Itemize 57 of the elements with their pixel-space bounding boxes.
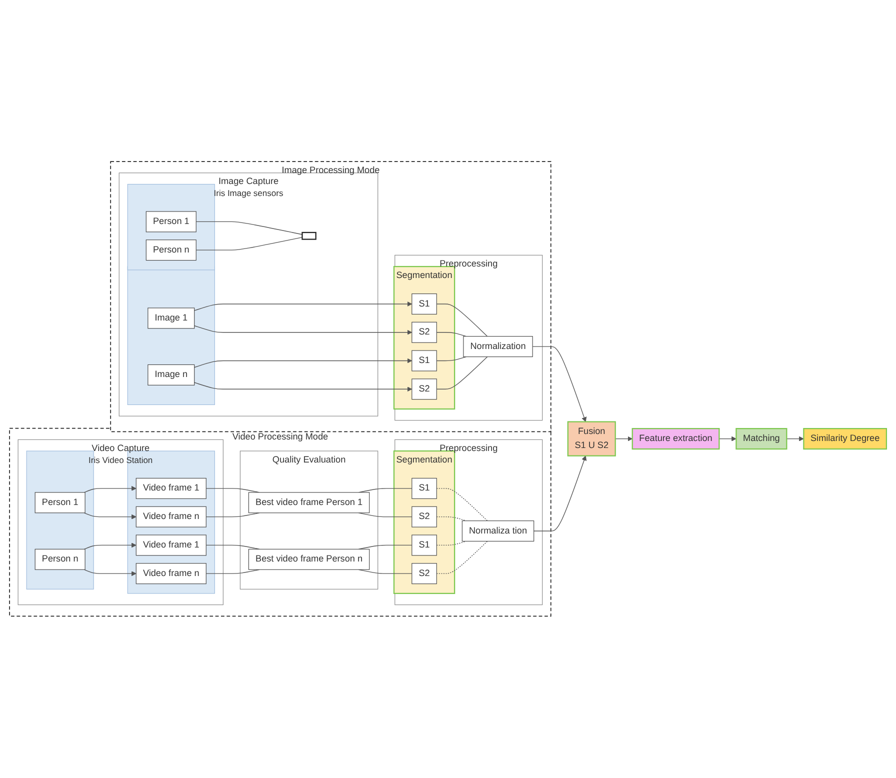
node-box: Video frame 1	[136, 478, 206, 500]
node-box: S1	[412, 534, 437, 556]
node-box: Normaliza tion	[462, 520, 534, 542]
connector	[206, 545, 260, 550]
connector	[196, 222, 303, 235]
connector	[196, 237, 303, 251]
node-box: S2	[412, 378, 437, 400]
arrow	[84, 569, 136, 576]
node-box: S1	[412, 294, 437, 315]
node-box: Normalization	[463, 336, 533, 358]
node-box: Best video frame Person n	[248, 549, 370, 570]
node-box: Person 1	[34, 492, 86, 514]
node-box: S2	[412, 506, 437, 528]
arrow	[194, 382, 412, 392]
node-box: Video frame 1	[136, 534, 206, 556]
connector	[436, 356, 466, 362]
node-box: S2	[412, 563, 437, 584]
node-box: Person 1	[146, 211, 196, 232]
connector	[436, 541, 488, 574]
arrow	[84, 486, 136, 493]
node-box: Matching	[736, 428, 788, 450]
connector	[436, 488, 488, 522]
connector	[436, 541, 466, 546]
node-box: Feature extraction	[632, 428, 720, 450]
arrow	[84, 542, 136, 550]
node-box: Video frame n	[136, 506, 206, 528]
connector	[436, 516, 466, 522]
node-box: S1	[412, 350, 437, 372]
node-box: S1	[412, 478, 437, 500]
connector	[206, 569, 260, 574]
arrow	[194, 326, 412, 336]
node-box: Video frame n	[136, 563, 206, 584]
node-box: Image 1	[148, 308, 195, 329]
connector	[358, 569, 412, 574]
arrow	[84, 512, 136, 520]
connector	[358, 545, 412, 550]
connector	[436, 356, 488, 390]
node-box: Image n	[148, 364, 195, 386]
cluster	[127, 184, 215, 270]
arrow	[532, 346, 587, 422]
connector	[436, 332, 466, 337]
arrow	[615, 436, 633, 442]
connector	[206, 488, 260, 493]
node-box: Person n	[146, 240, 196, 261]
node-box: S2	[412, 322, 437, 344]
arrow	[534, 456, 587, 532]
arrow	[194, 302, 412, 312]
node-box: Similarity Degree	[803, 428, 888, 450]
node-box: Fusion S1 U S2	[567, 421, 616, 457]
node-bracket	[302, 232, 316, 240]
node-box: Person n	[34, 549, 86, 570]
node-box: Best video frame Person 1	[248, 492, 370, 514]
arrow	[194, 358, 412, 368]
arrow	[718, 436, 736, 442]
connector	[358, 488, 412, 493]
arrow	[786, 436, 804, 442]
connector	[436, 304, 488, 337]
